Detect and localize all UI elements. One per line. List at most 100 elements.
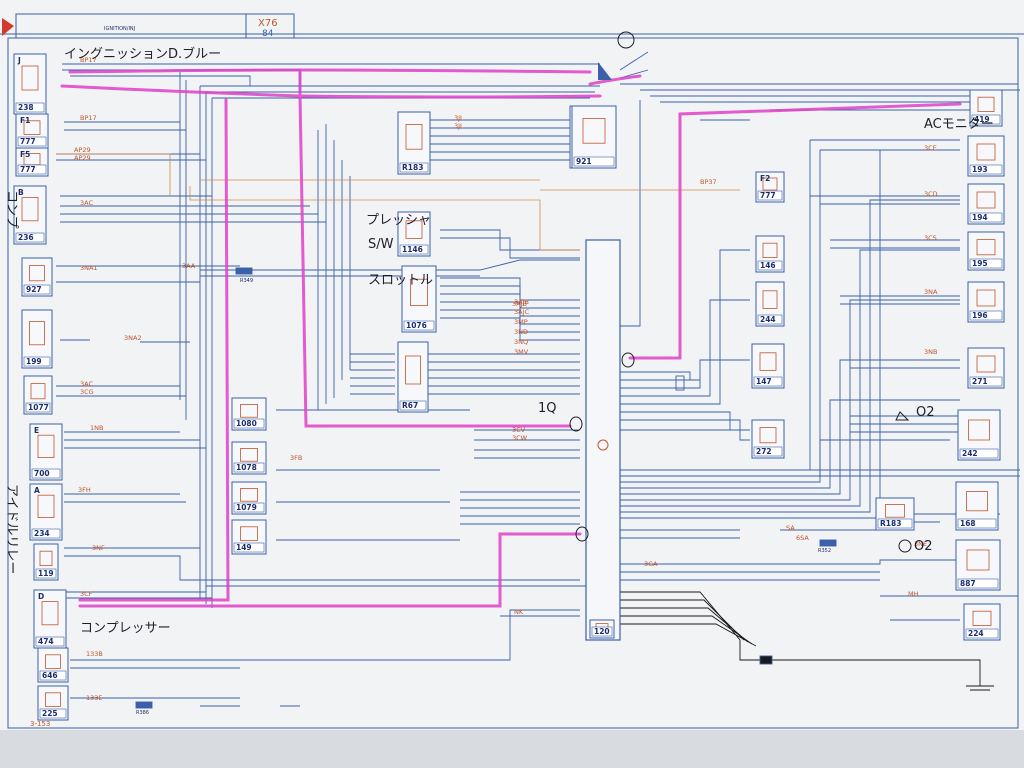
component-238-0: 238 J [13, 53, 47, 115]
component-1076-16: 1076 [401, 265, 437, 333]
wire-label-a25: 3CD [924, 190, 938, 198]
component-242-34: 242 [957, 409, 1001, 461]
connector-wire-label: 3NQ [514, 338, 528, 346]
component-120-22: 120 [589, 619, 615, 639]
wire-label-a9: 1NB [90, 424, 103, 432]
wire-label-a31: 3GA [644, 560, 658, 568]
wire-label-a30: 133E [86, 694, 103, 702]
component-id-label: 199 [26, 357, 42, 366]
component-id-label: R183 [402, 163, 423, 172]
component-letter: D [38, 592, 44, 601]
component-id-label: 195 [972, 259, 988, 268]
wire-label-a2: BP17 [80, 114, 97, 122]
ground-harness [620, 591, 994, 691]
wire-label-a32: 3NE [914, 540, 927, 548]
wire-label-a13: 3JL [454, 114, 464, 122]
title-code: X76 [258, 18, 278, 29]
ecu-120 [585, 239, 621, 641]
component-id-label: 244 [760, 315, 776, 324]
component-1146-15: 1146 [397, 211, 431, 257]
component-letter: B [18, 188, 24, 197]
wire-label-a16: 3CG [80, 388, 94, 396]
component-1078-19: 1078 [231, 441, 267, 475]
component-id-label: R183 [880, 519, 901, 528]
wire-label-a28: 3NB [924, 348, 937, 356]
connector-wire-label: 3AJB [514, 298, 529, 306]
component-id-label: 120 [594, 627, 610, 636]
component-1079-20: 1079 [231, 481, 267, 515]
component-id-label: 194 [972, 213, 988, 222]
wire-label-a21: 3NF [92, 544, 105, 552]
component-id-label: 146 [760, 261, 776, 270]
title-subtitle: IGNITION/INJ [104, 26, 135, 32]
component-225-12: 225 [37, 685, 69, 721]
splice-label: R349 [240, 278, 253, 284]
wire-label-a3: AP29 [74, 146, 91, 154]
note-o2a: O2 [916, 405, 935, 420]
component-id-label: 271 [972, 377, 988, 386]
component-921-14: 921 [571, 105, 617, 169]
note-o2b: O2 [914, 539, 933, 554]
component-224-37: 224 [963, 603, 1001, 641]
component-id-label: 147 [756, 377, 772, 386]
component-id-label: 921 [576, 157, 592, 166]
component-letter: J [17, 56, 21, 65]
component-927-4: 927 [21, 257, 53, 297]
component-id-label: 242 [962, 449, 978, 458]
note-ac: ACモニター [924, 117, 994, 132]
wire-label-a8: 3AA [182, 262, 196, 270]
wire-label-a15: 3AC [80, 380, 93, 388]
note-compressor: コンプレッサー [80, 621, 171, 636]
title-sheet: 84 [262, 29, 274, 39]
component-244-24: 244 [755, 281, 785, 327]
wire-label-a34: MH [908, 590, 919, 598]
component-777-27: 777 F2 [755, 171, 785, 203]
highlight-marks [60, 68, 962, 608]
wire-label-a27: 3NA [924, 288, 938, 296]
component-id-label: 646 [42, 671, 58, 680]
component-id-label: 168 [960, 519, 976, 528]
note-1q: 1Q [538, 401, 557, 416]
component-1080-18: 1080 [231, 397, 267, 431]
note-left-relay-a: コンプ [4, 190, 19, 229]
component-id-label: 149 [236, 543, 252, 552]
note-pressure: プレッシャ [366, 213, 431, 228]
component-id-label: 225 [42, 709, 58, 718]
page-ref: 3-153 [30, 720, 50, 728]
component-199-5: 199 [21, 309, 53, 369]
connector-wire-label: 3ND [514, 328, 528, 336]
component-195-31: 195 [967, 231, 1005, 271]
component-letter: F2 [760, 174, 770, 183]
wire-label-a6: 3NA1 [80, 264, 98, 272]
misc-symbols [135, 62, 837, 709]
splice-label: R352 [818, 548, 831, 554]
wire-bundle [56, 51, 1020, 707]
component-id-label: 419 [974, 115, 990, 124]
component-id-label: 193 [972, 165, 988, 174]
component-id-label: 238 [18, 103, 34, 112]
component-letter: A [34, 486, 40, 495]
component-boxes: 238J777F1777F5236B9271991077700E234A1194… [13, 53, 1005, 721]
component-letter: F1 [20, 116, 30, 125]
component-id-label: 887 [960, 579, 976, 588]
connector-wire-label: 3MP [514, 318, 528, 326]
component-id-label: 777 [760, 191, 776, 200]
component-id-label: 700 [34, 469, 50, 478]
component-119-9: 119 [33, 543, 59, 581]
wire-label-a29: 133B [86, 650, 103, 658]
page-frame [7, 37, 1019, 729]
component-id-label: 1079 [236, 503, 257, 512]
splice-label: R386 [136, 710, 149, 716]
component-id-label: 1080 [236, 419, 257, 428]
component-id-label: 474 [38, 637, 54, 646]
wire-label-a10: 3AJB [512, 300, 527, 308]
title-block: IGNITION/INJ X76 84 [2, 13, 295, 39]
component-474-10: 474 D [33, 589, 67, 649]
wire-label-a33: NK [514, 608, 524, 616]
wire-label-a19: SA [786, 524, 795, 532]
wire-label-a4: AP29 [74, 154, 91, 162]
component-id-label: 777 [20, 137, 36, 146]
